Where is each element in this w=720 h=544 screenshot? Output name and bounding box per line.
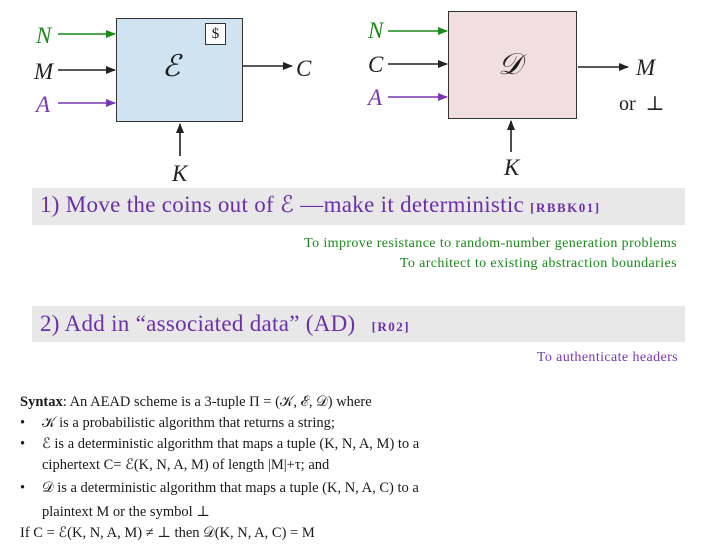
point1-note-1: To improve resistance to random-number g… bbox=[304, 236, 677, 251]
syntax-dec-continuation: plaintext M or the symbol ⊥ bbox=[42, 504, 210, 520]
encryption-symbol: ℰ bbox=[162, 49, 181, 84]
dec-bottom-label: or ⊥ bbox=[619, 93, 665, 115]
point1-note-2: To architect to existing abstraction bou… bbox=[399, 256, 677, 271]
enc-ciphertext-label: C bbox=[296, 56, 312, 81]
enc-message-label: M bbox=[34, 59, 54, 84]
point1-label: 1) Move the coins out of ℰ —make it dete… bbox=[40, 192, 525, 217]
point1-citation: [RBBK01] bbox=[530, 200, 601, 215]
point1-text: 1) Move the coins out of ℰ —make it dete… bbox=[40, 192, 601, 218]
dec-key-label: K bbox=[504, 155, 520, 180]
syntax-enc-continuation: ciphertext C= ℰ(K, N, A, M) of length |M… bbox=[42, 457, 330, 473]
enc-nonce-label: N bbox=[36, 23, 52, 48]
syntax-bullet-dec-text: 𝒟 is a deterministic algorithm that maps… bbox=[42, 480, 419, 496]
coin-dollar-icon: $ bbox=[205, 23, 226, 45]
syntax-bullet-enc-text: ℰ is a deterministic algorithm that maps… bbox=[42, 436, 420, 452]
syntax-intro: : An AEAD scheme is a 3-tuple Π = (𝒦, ℰ,… bbox=[62, 394, 372, 410]
syntax-intro-row: Syntax: An AEAD scheme is a 3-tuple Π = … bbox=[20, 392, 710, 413]
syntax-bullet-enc: • ℰ is a deterministic algorithm that map… bbox=[20, 434, 710, 455]
syntax-block: Syntax: An AEAD scheme is a 3-tuple Π = … bbox=[20, 392, 710, 544]
syntax-bullet-dec: • 𝒟 is a deterministic algorithm that map… bbox=[20, 478, 710, 499]
point2-label: 2) Add in “associated data” (AD) bbox=[40, 311, 356, 336]
point2-text: 2) Add in “associated data” (AD) [R02] bbox=[40, 311, 410, 337]
point2-citation: [R02] bbox=[371, 319, 411, 334]
decryption-box bbox=[448, 11, 577, 119]
decryption-symbol: 𝒟 bbox=[498, 47, 522, 82]
dec-message-label: M bbox=[636, 55, 656, 80]
enc-key-label: K bbox=[172, 161, 188, 186]
dec-ad-label: A bbox=[368, 85, 383, 110]
point2-note: To authenticate headers bbox=[536, 350, 678, 365]
bullet-icon: • bbox=[20, 436, 26, 452]
syntax-bullet-keygen-text: 𝒦 is a probabilistic algorithm that retu… bbox=[42, 415, 335, 431]
point2-band bbox=[32, 306, 685, 342]
dec-nonce-label: N bbox=[368, 18, 384, 43]
bullet-icon: • bbox=[20, 415, 26, 431]
bullet-icon: • bbox=[20, 480, 26, 496]
enc-ad-label: A bbox=[36, 92, 51, 117]
point1-band bbox=[32, 188, 685, 225]
dec-ciphertext-label: C bbox=[368, 52, 384, 77]
syntax-correctness: If C = ℰ(K, N, A, M) ≠ ⊥ then 𝒟(K, N, A,… bbox=[20, 525, 315, 541]
syntax-heading: Syntax bbox=[20, 394, 63, 410]
syntax-bullet-keygen: • 𝒦 is a probabilistic algorithm that ret… bbox=[20, 413, 710, 434]
